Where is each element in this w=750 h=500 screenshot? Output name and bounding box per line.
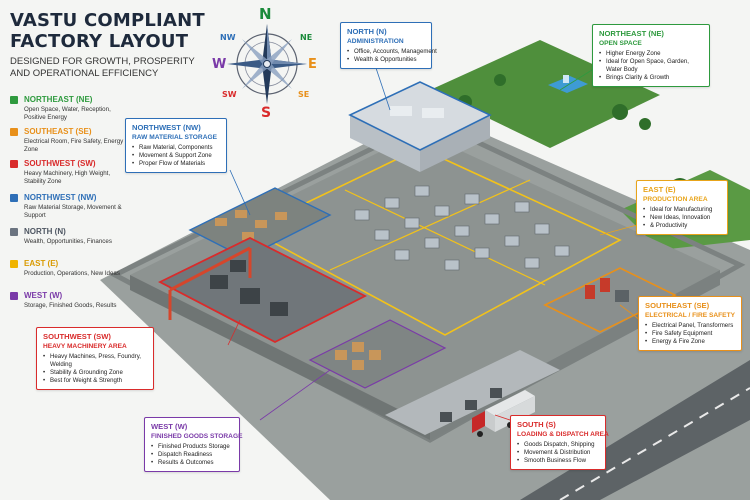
callout-subtitle: LOADING & DISPATCH AREA — [517, 430, 609, 438]
callout-subtitle: OPEN SPACE — [599, 39, 642, 47]
callout-subtitle: HEAVY MACHINERY AREA — [43, 342, 127, 350]
title-line-1: VASTU COMPLIANT — [10, 10, 205, 31]
callout-item: Goods Dispatch, Shipping — [517, 441, 599, 449]
callout-item: Wealth & Opportunities — [347, 56, 425, 64]
compass-star-icon — [227, 24, 307, 104]
legend-swatch — [10, 194, 18, 202]
callout-item: Ideal for Manufacturing — [643, 206, 721, 214]
callout-item: Movement & Support Zone — [132, 152, 220, 160]
callout-item: Heavy Machines, Press, Foundry, Welding — [43, 353, 143, 369]
callout-title: NORTHEAST (NE) — [599, 29, 664, 38]
legend-swatch — [10, 228, 18, 236]
legend-desc: Production, Operations, New Ideas — [24, 270, 120, 277]
page-title: VASTU COMPLIANT FACTORY LAYOUT — [10, 10, 210, 52]
callout-subtitle: RAW MATERIAL STORAGE — [132, 133, 217, 141]
electrical-zone — [543, 267, 677, 333]
callout-list: Office, Accounts, Management Wealth & Op… — [347, 48, 437, 64]
legend-desc: Open Space, Water, Reception, Positive E… — [24, 106, 111, 121]
callout-list: Higher Energy Zone Ideal for Open Space,… — [599, 50, 703, 82]
page-subtitle: DESIGNED FOR GROWTH, PROSPERITY AND OPER… — [10, 56, 210, 80]
callout-item: Dispatch Readiness — [151, 451, 233, 459]
callout-item: New Ideas, Innovation — [643, 214, 721, 222]
subtitle-line-1: DESIGNED FOR GROWTH, PROSPERITY — [10, 56, 195, 67]
callout-item: Energy & Fire Zone — [645, 338, 735, 346]
callout-list: Finished Products Storage Dispatch Readi… — [151, 443, 233, 467]
callout-subtitle: ADMINISTRATION — [347, 37, 404, 45]
callout-list: Heavy Machines, Press, Foundry, Welding … — [43, 353, 147, 385]
callout-item: Smooth Business Flow — [517, 457, 599, 465]
callout-list: Raw Material, Components Movement & Supp… — [132, 144, 220, 168]
callout-item: Movement & Distribution — [517, 449, 599, 457]
legend-desc: Heavy Machinery, High Weight, Stability … — [24, 170, 111, 185]
callout-item: & Productivity — [643, 222, 721, 230]
callout-title: SOUTHWEST (SW) — [43, 332, 111, 341]
compass-nw: NW — [220, 33, 236, 42]
legend-heading: WEST (W) — [24, 291, 63, 300]
compass-sw: SW — [222, 90, 237, 99]
legend-heading: NORTH (N) — [24, 227, 66, 236]
legend-desc: Storage, Finished Goods, Results — [24, 302, 117, 309]
callout-south: SOUTH (S) LOADING & DISPATCH AREA Goods … — [510, 415, 609, 470]
callout-list: Ideal for Manufacturing New Ideas, Innov… — [643, 206, 721, 230]
legend-desc: Wealth, Opportunities, Finances — [24, 238, 112, 245]
legend-heading: NORTHWEST (NW) — [24, 193, 97, 202]
callout-subtitle: FINISHED GOODS STORAGE — [151, 432, 243, 440]
heavy-machinery-zone — [158, 236, 367, 344]
callout-southwest: SOUTHWEST (SW) HEAVY MACHINERY AREA Heav… — [36, 327, 154, 390]
compass-rose: N S E W NW NE SW SE — [212, 5, 322, 121]
callout-east: EAST (E) PRODUCTION AREA Ideal for Manuf… — [636, 180, 728, 235]
callout-subtitle: PRODUCTION AREA — [643, 195, 708, 203]
callout-item: Proper Flow of Materials — [132, 160, 220, 168]
callout-item: Fire Safety Equipment — [645, 330, 735, 338]
callout-list: Goods Dispatch, Shipping Movement & Dist… — [517, 441, 599, 465]
compass-ne: NE — [300, 33, 313, 42]
legend-heading: SOUTHEAST (SE) — [24, 127, 92, 136]
callout-title: NORTHWEST (NW) — [132, 123, 201, 132]
callout-list: Electrical Panel, Transformers Fire Safe… — [645, 322, 735, 346]
legend-swatch — [10, 128, 18, 136]
callout-item: Best for Weight & Strength — [43, 377, 147, 385]
legend-swatch — [10, 160, 18, 168]
compass-w: W — [212, 57, 227, 72]
truck — [472, 390, 535, 437]
callout-subtitle: ELECTRICAL / FIRE SAFETY — [645, 311, 735, 319]
legend-desc: Electrical Room, Fire Safety, Energy Zon… — [24, 138, 124, 153]
compass-e: E — [308, 57, 317, 72]
northeast-garden — [430, 40, 660, 148]
callout-item: Stability & Grounding Zone — [43, 369, 147, 377]
title-line-2: FACTORY LAYOUT — [10, 31, 189, 52]
callout-item: Ideal for Open Space, Garden, Water Body — [599, 58, 703, 74]
legend-desc: Raw Material Storage, Movement & Support — [24, 204, 122, 219]
callout-northeast: NORTHEAST (NE) OPEN SPACE Higher Energy … — [592, 24, 710, 87]
legend-heading: NORTHEAST (NE) — [24, 95, 93, 104]
compass-se: SE — [298, 90, 310, 99]
callout-title: NORTH (N) — [347, 27, 387, 36]
compass-s: S — [261, 105, 272, 121]
legend-swatch — [10, 96, 18, 104]
callout-item: Raw Material, Components — [132, 144, 220, 152]
legend-swatch — [10, 260, 18, 268]
callout-southeast: SOUTHEAST (SE) ELECTRICAL / FIRE SAFETY … — [638, 296, 742, 351]
callout-item: Finished Products Storage — [151, 443, 233, 451]
compass-n: N — [259, 5, 272, 23]
callout-northwest: NORTHWEST (NW) RAW MATERIAL STORAGE Raw … — [125, 118, 227, 173]
callout-item: Higher Energy Zone — [599, 50, 703, 58]
callout-title: EAST (E) — [643, 185, 676, 194]
callout-title: SOUTHEAST (SE) — [645, 301, 710, 310]
subtitle-line-2: AND OPERATIONAL EFFICIENCY — [10, 68, 159, 79]
title-block: VASTU COMPLIANT FACTORY LAYOUT DESIGNED … — [10, 10, 210, 80]
callout-west: WEST (W) FINISHED GOODS STORAGE Finished… — [144, 417, 243, 472]
callout-item: Office, Accounts, Management — [347, 48, 437, 56]
callout-item: Brings Clarity & Growth — [599, 74, 703, 82]
callout-item: Results & Outcomes — [151, 459, 233, 467]
callout-item: Electrical Panel, Transformers — [645, 322, 735, 330]
callout-title: SOUTH (S) — [517, 420, 556, 429]
legend-heading: EAST (E) — [24, 259, 59, 268]
legend-swatch — [10, 292, 18, 300]
water-body — [548, 76, 588, 93]
callout-title: WEST (W) — [151, 422, 188, 431]
legend-heading: SOUTHWEST (SW) — [24, 159, 96, 168]
callout-north: NORTH (N) ADMINISTRATION Office, Account… — [340, 22, 437, 69]
